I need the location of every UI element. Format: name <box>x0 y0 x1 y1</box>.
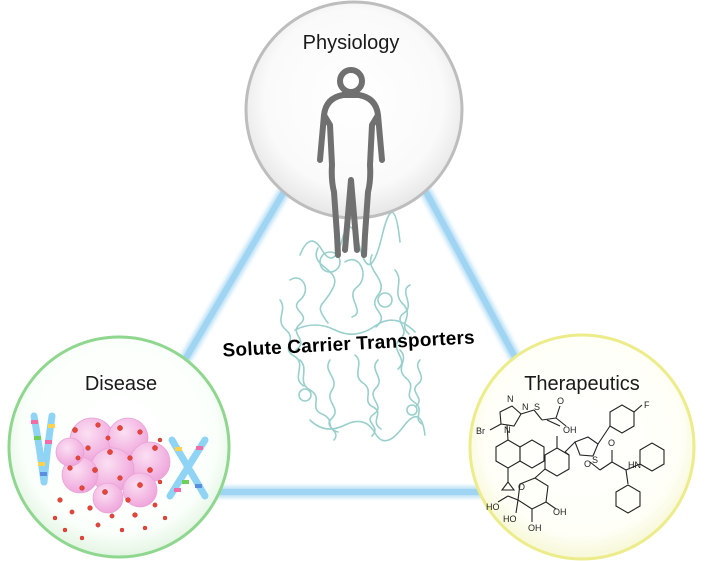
center-label: Solute Carrier Transporters <box>222 327 475 361</box>
atom-o4: O <box>584 459 591 469</box>
atom-n3: N <box>504 425 511 435</box>
chromosome-right-icon <box>166 436 209 500</box>
atom-o3: O <box>608 438 615 448</box>
disease-label: Disease <box>85 373 157 395</box>
therapeutics-circle <box>468 333 696 561</box>
triangle-edges <box>165 187 535 498</box>
chemical-atom-labels: N N N Br S OH O F S O HO OH HO OH O O HN <box>476 394 650 533</box>
human-body-icon <box>317 67 385 258</box>
node-physiology: Physiology <box>244 0 464 258</box>
therapeutics-label: Therapeutics <box>524 373 640 395</box>
atom-oh1: OH <box>563 425 577 435</box>
atom-o2: O <box>518 482 525 492</box>
atom-br: Br <box>476 426 485 436</box>
atom-s1: S <box>534 402 540 412</box>
atom-hn: HN <box>628 460 641 470</box>
protein-ribbon-icon <box>279 211 426 442</box>
particle-dots <box>52 422 168 541</box>
atom-n2: N <box>522 402 529 412</box>
edge-physiology-therapeutics <box>422 188 533 387</box>
atom-o1: O <box>557 396 564 406</box>
atom-s2: S <box>592 455 598 465</box>
atom-ho2: HO <box>503 514 517 524</box>
atom-ho1: HO <box>486 502 500 512</box>
atom-f: F <box>644 400 650 410</box>
chromosome-left-icon <box>30 412 56 486</box>
node-therapeutics: Therapeutics <box>468 333 696 561</box>
cancer-cells-icon <box>52 417 171 541</box>
edge-physiology-disease <box>167 188 288 387</box>
atom-n1: N <box>507 394 514 404</box>
atom-oh3: OH <box>528 523 542 533</box>
atom-oh2: OH <box>553 507 567 517</box>
physiology-label: Physiology <box>303 32 400 54</box>
node-disease: Disease <box>7 335 231 559</box>
chemical-structures-icon <box>489 404 665 522</box>
